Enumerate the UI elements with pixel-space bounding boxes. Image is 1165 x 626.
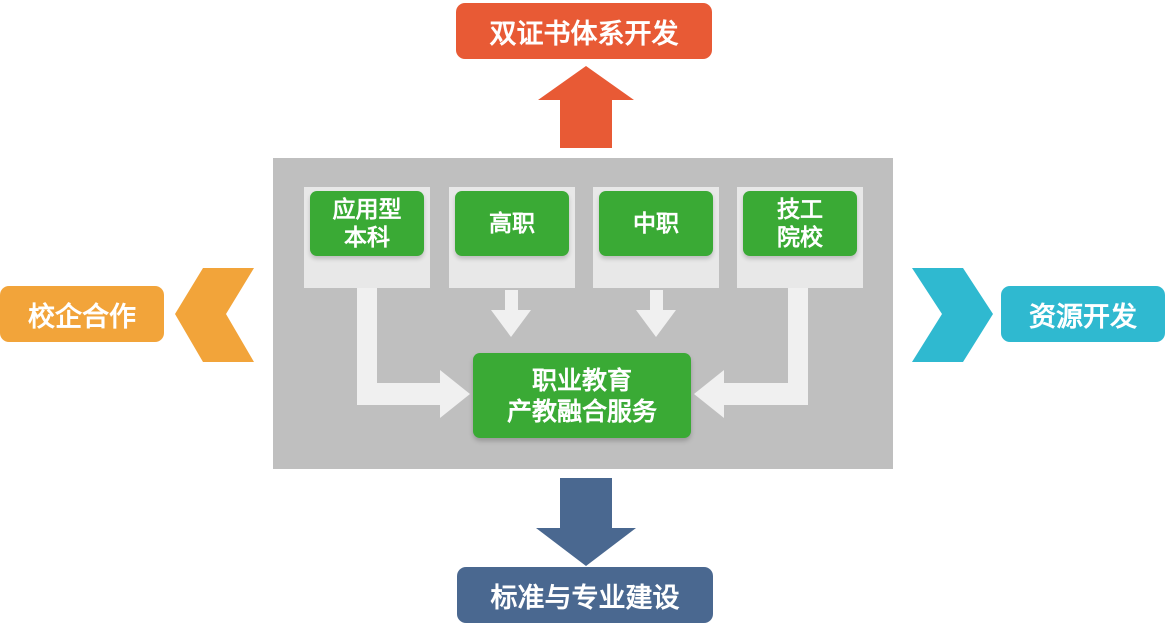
connector-left (357, 288, 470, 418)
bottom-label: 标准与专业建设 (457, 567, 713, 623)
card-label-line2: 院校 (777, 224, 823, 251)
card-label-line1: 中职 (633, 210, 679, 237)
connector-down-3 (636, 290, 676, 337)
card-label-line1: 应用型 (332, 196, 402, 223)
card-label-line2: 本科 (344, 224, 390, 251)
center-line1: 职业教育 (531, 365, 632, 395)
right-label: 资源开发 (1001, 286, 1165, 342)
chevron-left-icon (175, 268, 254, 362)
card-technical-college: 技工 院校 (737, 187, 863, 288)
arrow-up-icon (538, 66, 634, 148)
card-higher-vocational: 高职 (449, 187, 575, 288)
arrow-down-icon (536, 478, 636, 566)
top-label: 双证书体系开发 (456, 3, 712, 59)
card-label-line1: 高职 (489, 210, 535, 237)
center-line2: 产教融合服务 (506, 396, 657, 426)
left-label: 校企合作 (0, 286, 164, 342)
card-label-line1: 技工 (777, 196, 823, 223)
chevron-right-icon (912, 268, 993, 362)
card-secondary-vocational: 中职 (593, 187, 719, 288)
connector-right (694, 288, 808, 418)
center-service-box: 职业教育 产教融合服务 (473, 353, 691, 438)
connector-down-2 (491, 290, 531, 337)
card-applied-undergrad: 应用型 本科 (304, 187, 430, 288)
